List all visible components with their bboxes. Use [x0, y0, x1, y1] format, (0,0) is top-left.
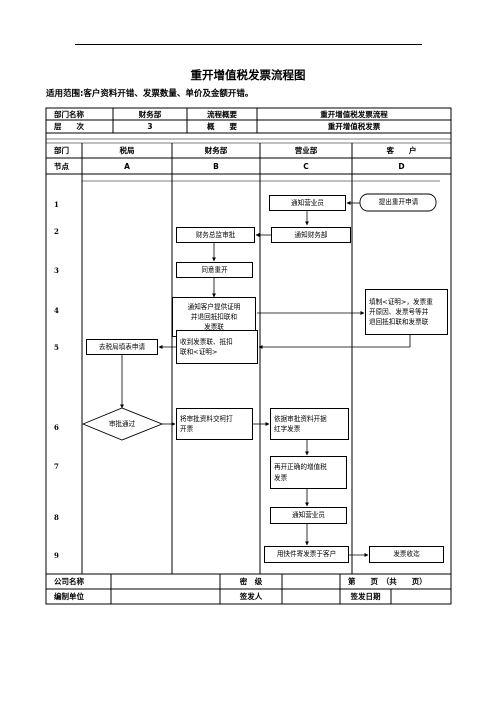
- header-rule: [75, 44, 422, 45]
- summary-label: 概 要: [207, 122, 237, 131]
- step-notify-salesperson: 通知营业员: [269, 195, 346, 211]
- page-title: 重开增值税发票流程图: [190, 68, 306, 82]
- lane-header-c: 营业部: [294, 146, 318, 155]
- step-invoice-received: 发票收迄: [369, 546, 444, 563]
- row-number: 4: [54, 306, 59, 315]
- step-agree-reissue: 同意重开: [176, 262, 253, 278]
- lane-header-b: 财务部: [204, 146, 228, 155]
- dept-name-value: 财务部: [138, 109, 162, 119]
- row-number: 7: [54, 462, 59, 471]
- lane-code-a: A: [124, 161, 130, 171]
- dept-column-label: 部门: [54, 146, 69, 155]
- step-notify-salesperson-2: 通知营业员: [270, 507, 347, 524]
- step-tax-bureau-form: 去税局填表申请: [86, 339, 158, 355]
- level-value: 3: [147, 122, 153, 131]
- step-receive-invoices: 收到发票联、抵扣 联和<证明>: [176, 330, 258, 364]
- step-red-invoice: 依据审批资料开据 红字发票: [270, 408, 349, 440]
- lane-header-d: 客 户: [386, 146, 417, 155]
- page-count-label: 第 页 （共 页）: [348, 577, 427, 586]
- flow-overview-value: 重开增值税发票流程: [320, 109, 388, 119]
- start-reissue-request: 提出重开申请: [378, 198, 419, 207]
- lane-code-b: B: [213, 161, 219, 171]
- step-issue-correct-invoice: 再开正确的增值税 发票: [270, 456, 347, 489]
- lane-code-c: C: [303, 161, 309, 171]
- step-cfo-approval: 财务总监审批: [176, 227, 255, 243]
- step-notify-finance: 通知财务部: [271, 227, 351, 243]
- company-name-label: 公司名称: [54, 577, 84, 586]
- row-number: 5: [54, 343, 59, 352]
- step-express-invoice: 用快件寄发票于客户: [264, 546, 349, 563]
- scope-text: 适用范围:客户资料开错、发票数量、单价及金额开错。: [46, 89, 254, 99]
- issue-date-label: 签发日期: [350, 592, 381, 601]
- flow-overview-label: 流程概要: [207, 109, 237, 119]
- row-number: 3: [54, 266, 59, 275]
- summary-value: 重开增值税发票: [327, 122, 381, 131]
- row-number: 6: [54, 423, 59, 432]
- step-customer-certificate: 填制<证明>，发票重 开原因、发票号等并 退回抵扣联和发票联: [365, 289, 448, 335]
- row-number: 9: [54, 551, 59, 560]
- lane-header-a: 税局: [119, 146, 135, 155]
- level-label: 层 次: [54, 122, 84, 131]
- row-number: 1: [54, 200, 59, 209]
- step-hand-to-issuer: 将审批资料交柯打 开票: [176, 408, 253, 440]
- decision-approved: 审批通过: [108, 419, 136, 428]
- secret-level-label: 密 级: [239, 577, 263, 586]
- dept-name-label: 部门名称: [54, 109, 84, 119]
- lane-code-d: D: [398, 161, 405, 171]
- row-number: 2: [54, 227, 59, 236]
- signer-label: 签发人: [239, 592, 263, 601]
- prepared-unit-label: 编制单位: [54, 592, 84, 601]
- node-column-label: 节点: [54, 161, 69, 171]
- row-number: 8: [54, 513, 59, 522]
